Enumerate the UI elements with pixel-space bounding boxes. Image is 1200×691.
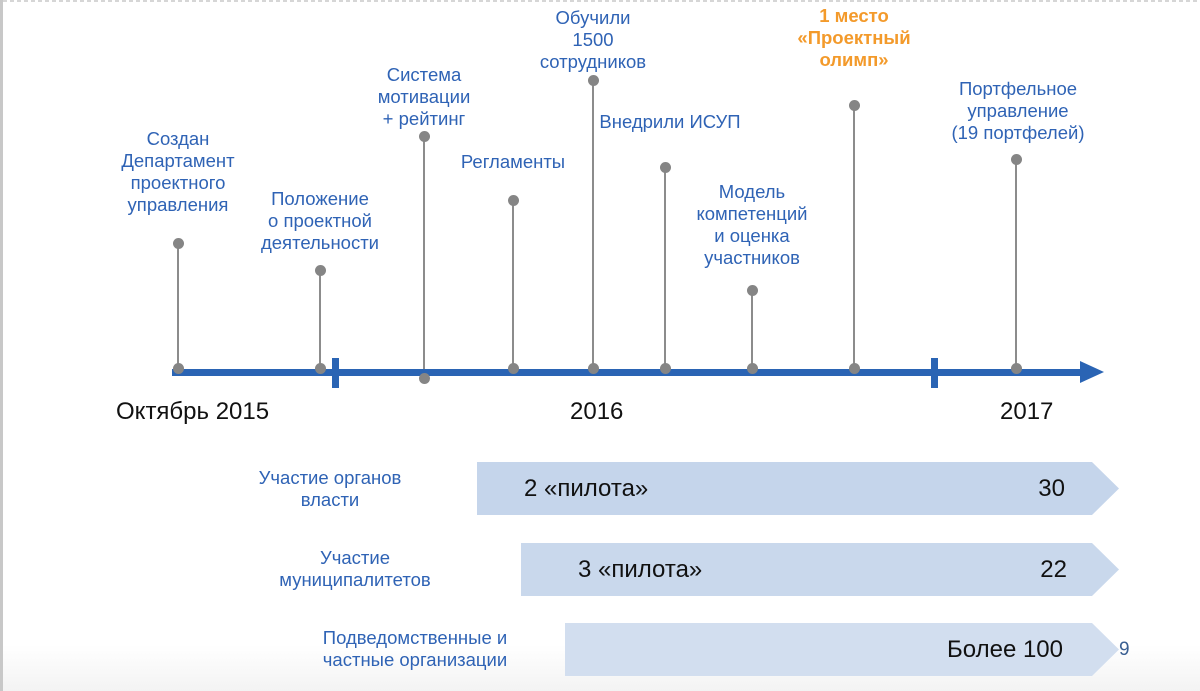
page-number: 9: [1119, 639, 1130, 660]
timeline-axis: [172, 369, 1084, 376]
event-marker-dot: [747, 285, 758, 296]
bar-start-value: 3 «пилота»: [578, 556, 703, 583]
timeline-arrow-icon: [1080, 361, 1104, 383]
event-label-motivation-system: Система мотивации + рейтинг: [377, 64, 471, 129]
event-marker-dot: [588, 75, 599, 86]
year-label-oct-2015: Октябрь 2015: [116, 398, 270, 425]
axis-marker-dot: [849, 363, 860, 374]
axis-marker-dot: [173, 363, 184, 374]
event-marker-dot: [419, 131, 430, 142]
event-label-competency-model: Модель компетенций и оценка участников: [696, 181, 808, 268]
row-label-government-bodies: Участие органов власти: [258, 467, 402, 510]
bar-arrow-shape: [521, 543, 1119, 596]
slide-left-border: [0, 0, 3, 691]
event-label-portfolio-management: Портфельное управление (19 портфелей): [951, 78, 1085, 143]
axis-marker-dot: [1011, 363, 1022, 374]
row-label-subordinate-private-orgs: Подведомственные и частные организации: [322, 627, 508, 670]
event-stem: [751, 290, 753, 368]
event-marker-dot: [660, 162, 671, 173]
year-label-2017: 2017: [1000, 398, 1054, 425]
bar-arrow-shape: [565, 623, 1119, 676]
axis-marker-dot: [660, 363, 671, 374]
event-label-department-created: Создан Департамент проектного управления: [121, 128, 235, 215]
year-label-2016: 2016: [570, 398, 624, 425]
event-stem: [512, 200, 514, 368]
axis-marker-dot: [508, 363, 519, 374]
axis-marker-dot: [747, 363, 758, 374]
bar-end-value: Более 100: [947, 636, 1063, 663]
axis-marker-dot: [315, 363, 326, 374]
event-marker-dot: [508, 195, 519, 206]
participation-bar-municipalities: 3 «пилота» 22: [521, 543, 1119, 596]
event-stem: [177, 243, 179, 368]
event-label-reglaments: Регламенты: [460, 151, 566, 172]
event-stem: [853, 105, 855, 368]
event-stem: [592, 80, 594, 368]
event-marker-dot: [849, 100, 860, 111]
year-tick-2017: [931, 358, 938, 388]
year-tick-2016: [332, 358, 339, 388]
axis-marker-dot: [588, 363, 599, 374]
event-label-project-olymp-award: 1 место «Проектный олимп»: [797, 5, 911, 70]
event-stem: [423, 136, 425, 378]
bar-start-value: 2 «пилота»: [524, 475, 649, 502]
event-label-regulation: Положение о проектной деятельности: [260, 188, 380, 253]
participation-bar-organizations: Более 100: [565, 623, 1119, 676]
event-marker-dot: [173, 238, 184, 249]
event-label-isup-implemented: Внедрили ИСУП: [599, 111, 741, 132]
participation-bar-government: 2 «пилота» 30: [477, 462, 1119, 515]
slide-top-dotted-edge: [3, 0, 1200, 2]
event-stem: [319, 270, 321, 368]
event-stem: [664, 167, 666, 368]
event-marker-dot: [315, 265, 326, 276]
axis-marker-dot: [419, 373, 430, 384]
bar-arrow-shape: [477, 462, 1119, 515]
event-marker-dot: [1011, 154, 1022, 165]
bar-end-value: 22: [1040, 556, 1067, 583]
bar-end-value: 30: [1038, 475, 1065, 502]
event-stem: [1015, 159, 1017, 368]
row-label-municipalities: Участие муниципалитетов: [279, 547, 431, 590]
event-label-trained-staff: Обучили 1500 сотрудников: [539, 7, 647, 72]
